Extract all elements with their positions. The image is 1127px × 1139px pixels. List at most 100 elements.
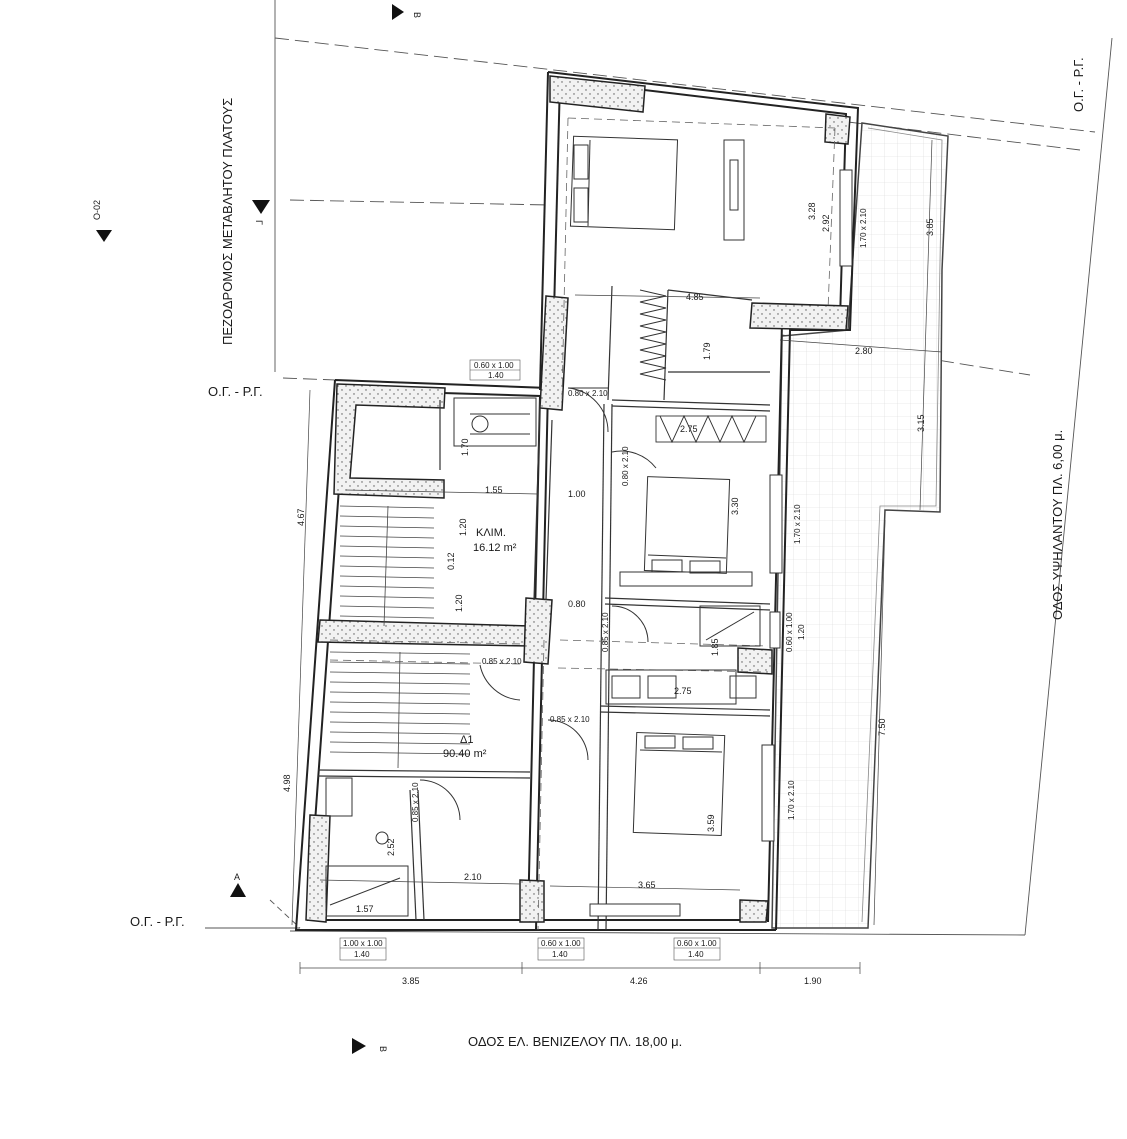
room-label-apartment: Δ1 <box>460 734 473 746</box>
window-tag: 0.60 x 1.00 <box>541 939 581 948</box>
window-tag-boxes-bottom <box>339 937 721 961</box>
room-area-apartment: 90.40 m² <box>443 748 487 760</box>
door-tag: 0.85 x 2.10 <box>482 657 522 666</box>
building-line-label-top-right: Ο.Γ. - Ρ.Γ. <box>1071 57 1086 112</box>
building-line-label-mid-left: Ο.Γ. - Ρ.Γ. <box>208 384 263 399</box>
dim-text: 1.20 <box>454 594 464 612</box>
window-tag: 1.40 <box>488 371 504 380</box>
stair-tread <box>339 575 435 579</box>
dim-text: 3.65 <box>638 880 656 890</box>
window-tag: 1.70 x 2.10 <box>787 780 796 820</box>
stair-tread <box>329 751 471 755</box>
dim-text: 3.15 <box>916 414 926 432</box>
section-label-b-bottom: B <box>378 1046 388 1052</box>
stair-tread <box>339 615 435 619</box>
dim-text: 4.26 <box>630 976 648 986</box>
window-tag: 0.60 x 1.00 <box>677 939 717 948</box>
stair-tread <box>397 651 401 769</box>
section-label-a: A <box>234 872 240 882</box>
stair-tread <box>329 681 471 685</box>
interior-walls <box>317 285 771 931</box>
dim-text: 4.85 <box>686 292 704 302</box>
stair-tread <box>339 555 435 559</box>
dim-text: 2.75 <box>674 686 692 696</box>
room-area-stair: 16.12 m² <box>473 542 517 554</box>
door-swings <box>419 387 657 821</box>
bed-icon <box>569 135 679 231</box>
dim-text: 1.00 <box>568 489 586 499</box>
dim-text: 3.85 <box>402 976 420 986</box>
window-tag: 1.70 x 2.10 <box>793 504 802 544</box>
dim-text: 1.55 <box>485 485 503 495</box>
dim-text: 3.59 <box>706 814 716 832</box>
door-tag: 0.80 x 2.10 <box>568 389 608 398</box>
section-marker-a <box>230 883 246 897</box>
window-tag: 0.60 x 1.00 <box>474 361 514 370</box>
dim-text: 2.10 <box>464 872 482 882</box>
room-label-stair: ΚΛΙΜ. <box>476 527 506 539</box>
building-line-label-bottom-left: Ο.Γ. - Ρ.Γ. <box>130 914 185 929</box>
window-tag-box-top <box>469 359 521 381</box>
window-tag: 1.20 <box>797 624 806 640</box>
door-tag: 0.85 x 2.10 <box>550 715 590 724</box>
window-tag: 1.40 <box>688 950 704 959</box>
window-tag: 0.60 x 1.00 <box>785 612 794 652</box>
dim-text: 3.28 <box>807 202 817 220</box>
section-label-b-top: B <box>412 12 422 18</box>
dim-text: 2.52 <box>386 838 396 856</box>
dim-text: 1.20 <box>458 518 468 536</box>
street-label-south: ΟΔΟΣ ΕΛ. ΒΕΝΙΖΕΛΟΥ ΠΛ. 18,00 μ. <box>468 1034 682 1049</box>
window-tag: 1.40 <box>552 950 568 959</box>
stair-tread <box>339 565 435 569</box>
dim-text: 3.30 <box>730 497 740 515</box>
wardrobe-icon <box>639 289 767 444</box>
door-tag: 0.85 x 2.10 <box>601 612 610 652</box>
street-label-west: ΠΕΖΟΔΡΟΜΟΣ ΜΕΤΑΒΛΗΤΟΥ ΠΛΑΤΟΥΣ <box>220 98 235 345</box>
dim-text: 4.98 <box>282 774 292 792</box>
window-tag: 1.70 x 2.10 <box>859 208 868 248</box>
dim-text: 2.80 <box>855 346 873 356</box>
street-label-east: ΟΔΟΣ ΥΨΗΛΑΝΤΟΥ ΠΛ. 6,00 μ. <box>1050 430 1065 620</box>
dim-text: 1.57 <box>356 904 374 914</box>
stair-tread <box>339 585 435 589</box>
stair-tread <box>329 691 471 695</box>
stair-tread <box>329 731 471 735</box>
stair-tread <box>339 605 435 609</box>
overhead-lines <box>329 117 836 931</box>
dim-text: 1.70 <box>460 438 470 456</box>
stair-tread <box>383 505 389 627</box>
section-label-o02: O-02 <box>92 200 102 220</box>
stair-tread <box>329 721 471 725</box>
door-tag: 0.80 x 2.10 <box>621 446 630 486</box>
windows <box>589 169 853 917</box>
desk-icon <box>723 139 745 241</box>
bed-icon <box>632 731 726 837</box>
dim-text: 0.12 <box>446 552 456 570</box>
bathtub-icon <box>325 605 761 917</box>
window-tag: 1.00 x 1.00 <box>343 939 383 948</box>
dim-text: 2.75 <box>680 424 698 434</box>
stair-tread <box>329 711 471 715</box>
dim-text: 2.92 <box>821 214 831 232</box>
stair-tread <box>339 505 435 509</box>
dim-text: 4.67 <box>296 508 306 526</box>
stair-tread <box>339 595 435 599</box>
stair-tread <box>339 515 435 519</box>
dim-text: 3.85 <box>925 218 935 236</box>
section-marker-g <box>252 200 270 214</box>
dim-text: 1.90 <box>804 976 822 986</box>
stair-tread <box>329 741 471 745</box>
dim-text: 1.85 <box>710 638 720 656</box>
section-marker-b-bottom <box>352 1038 366 1054</box>
bed-icon <box>619 476 753 587</box>
dim-text: 1.79 <box>702 342 712 360</box>
stair-tread <box>329 701 471 705</box>
staircase <box>329 505 471 769</box>
dim-text: 0.80 <box>568 599 586 609</box>
section-label-g: Γ <box>254 220 264 225</box>
door-tag: 0.85 x 2.10 <box>411 782 420 822</box>
structural-columns <box>305 75 851 923</box>
section-marker-o02 <box>96 230 112 242</box>
section-marker-b-top <box>392 4 404 20</box>
